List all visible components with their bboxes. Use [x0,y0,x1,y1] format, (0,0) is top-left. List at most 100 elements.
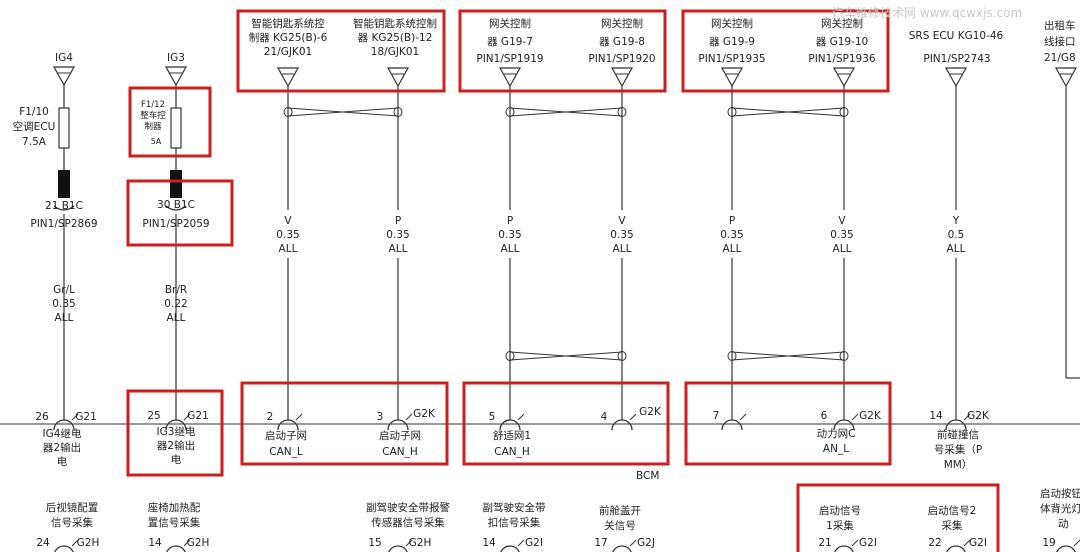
bottom-3-label-1: 副驾驶安全带报警 [366,502,450,514]
bottom-5-pin-connector: G2J [637,537,655,549]
bottom-1-pin-connector: G2H [76,537,100,549]
ig3-pin-number: 25 [147,410,161,422]
bottom-2-label-2: 置信号采集 [147,517,201,529]
ig4-connector-block [58,170,70,198]
signal-7-function-3: MM） [943,459,973,471]
ig3-pin-symbol [165,419,187,431]
signal-6-function-2: AN_L [822,443,850,455]
signal-2-pin-connector: G2K [413,408,435,420]
ig4-wire-color: Gr/L [53,284,75,296]
bottom-2-label-1: 座椅加热配 [147,502,201,514]
bottom-4-pin-symbol [500,545,520,552]
signal-6-source-1: 网关控制 [821,18,863,30]
twist-pair-3-bottom-l [727,351,737,361]
signal-4-source-1: 网关控制 [601,18,643,30]
ig3-splice: PIN1/SP2059 [142,218,210,230]
signal-2-function-2: CAN_H [382,446,418,458]
signal-6-source-3: PIN1/SP1936 [808,53,876,65]
signal-6-pin-connector: G2K [859,410,881,422]
signal-4-source-symbol [610,67,634,88]
signal-7-wire-color: Y [952,215,960,227]
twist-pair-1-top-r [393,107,403,117]
signal-2-source-symbol [386,67,410,88]
signal-5-wire-opt: ALL [722,243,742,255]
signal-1-pin-number: 2 [266,411,274,423]
ig4-fuse-rating: 7.5A [22,136,46,148]
signal-5-source-3: PIN1/SP1935 [698,53,766,65]
highlight-power-net-pins [684,381,892,466]
bottom-2-pin-connector: G2H [186,537,210,549]
signal-7-source-1: SRS ECU KG10-46 [908,30,1004,42]
ig3-wire-opt: ALL [166,312,186,324]
bottom-1-label-2: 信号采集 [51,517,93,529]
signal-1-function-2: CAN_L [269,446,303,458]
signal-6-function-1: 动力网C [816,428,856,440]
signal-7-pin-number: 14 [929,410,943,422]
ig3-pin-connector: G21 [187,410,209,422]
signal-4-wire-size: 0.35 [610,229,634,241]
signal-4-pin-symbol [611,419,633,431]
signal-4-wire-color: V [618,215,626,227]
signal-2-function-1: 启动子网 [379,430,421,442]
twist-pair-2-bottom-l [505,351,515,361]
bottom-7-label-1: 启动信号2 [927,505,977,517]
ig4-function-3: 电 [56,456,68,468]
ig3-connector-block [170,170,182,198]
ig3-connector-arc [165,205,187,211]
signal-3-wire-size: 0.35 [498,229,522,241]
signal-7-pin-symbol-tick [963,413,971,421]
signal-5-wire-size: 0.35 [720,229,744,241]
ig4-source-label: IG4 [55,52,73,64]
signal-6-wire-opt: ALL [832,243,852,255]
signal-6-pin-number: 6 [820,410,828,422]
signal-4-pin-connector: G2K [639,406,661,418]
signal-7-source-3: PIN1/SP2743 [923,53,991,65]
ig4-function-1: IG4继电 [42,428,82,440]
signal-3-pin-symbol-tick [517,413,525,421]
signal-3-function-1: 舒适网1 [492,430,532,442]
bottom-1-label-1: 后视镜配置 [45,502,99,514]
highlight-ig3-connector [126,179,234,247]
ig3-fuse-desc: 整车控 [140,111,166,121]
ig3-pin-symbol-tick [183,413,191,421]
signal-5-pin-symbol [721,419,743,431]
bottom-3-pin-symbol-tick [405,539,413,547]
ig4-source-symbol [52,66,76,87]
ig3-source-symbol [164,66,188,87]
signal-3-pin-number: 5 [488,411,496,423]
bottom-6-pin-number: 21 [818,537,832,549]
bottom-5-pin-symbol [612,545,632,552]
bottom-2-pin-number: 14 [148,537,162,549]
signal-5-source-1: 网关控制 [711,18,753,30]
bottom-7-pin-connector: G2I [969,537,987,549]
signal-3-wire-opt: ALL [500,243,520,255]
signal-7-pin-symbol [945,419,967,431]
highlight-gateway-sources-a [458,9,667,93]
signal-7-wire-size: 0.5 [947,229,965,241]
signal-2-source-1: 智能钥匙系统控制 [353,18,437,30]
signal-1-wire-color: V [284,215,292,227]
ig4-splice: PIN1/SP2869 [30,218,98,230]
signal-1-pin-symbol [277,419,299,431]
bottom-6-pin-symbol-tick [851,539,859,547]
ig3-fuse-symbol [170,107,182,149]
signal-2-source-3: 18/GJK01 [370,46,420,58]
signal-3-source-2: 器 G19-7 [487,36,533,48]
twist-pair-3-top-b [731,107,845,117]
signal-3-wire-color: P [506,215,514,227]
bottom-4-label-1: 副驾驶安全带 [482,502,546,514]
bottom-6-pin-connector: G2I [859,537,877,549]
highlight-comfort-net-pins [462,381,670,466]
bottom-7-label-2: 采集 [941,520,963,532]
ig4-connector: 21 B1C [45,200,83,212]
twist-pair-1-top-l [283,107,293,117]
signal-1-wire-opt: ALL [278,243,298,255]
bottom-7-pin-symbol [946,545,966,552]
module-label: BCM [636,470,660,482]
ig4-fuse-label: F1/10 [19,106,49,118]
signal-4-pin-number: 4 [600,411,608,423]
bottom-5-label-2: 关信号 [604,520,636,532]
ig3-fuse-desc-2: 制器 [144,122,162,132]
signal-3-source-symbol [498,67,522,88]
signal-7-pin-connector: G2K [967,410,989,422]
